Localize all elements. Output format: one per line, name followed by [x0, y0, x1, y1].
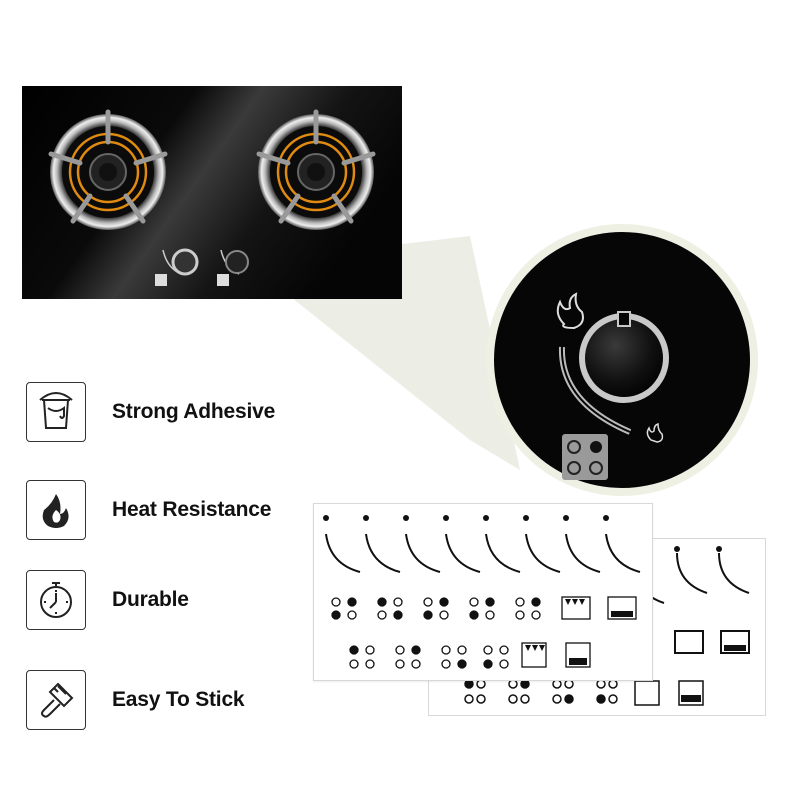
magnified-knob-view	[486, 224, 758, 496]
feature-label: Easy To Stick	[112, 688, 245, 711]
clock-icon	[26, 570, 86, 630]
burner-right	[256, 109, 376, 230]
feature-heat-resistance: Heat Resistance	[26, 480, 346, 544]
feature-durable: Durable	[26, 570, 346, 634]
brush-icon	[26, 670, 86, 730]
gas-stove-image	[22, 86, 402, 299]
feature-easy-to-stick: Easy To Stick	[26, 670, 346, 734]
knob-right	[217, 249, 249, 286]
feature-label: Heat Resistance	[112, 498, 272, 521]
flame-icon	[26, 480, 86, 540]
feature-label: Strong Adhesive	[112, 400, 276, 423]
sticker-sheet-front	[313, 503, 653, 681]
feature-strong-adhesive: Strong Adhesive	[26, 382, 346, 446]
burner-left	[48, 109, 168, 230]
knob-left	[155, 248, 199, 286]
feature-label: Durable	[112, 588, 189, 611]
paint-bucket-icon	[26, 382, 86, 442]
